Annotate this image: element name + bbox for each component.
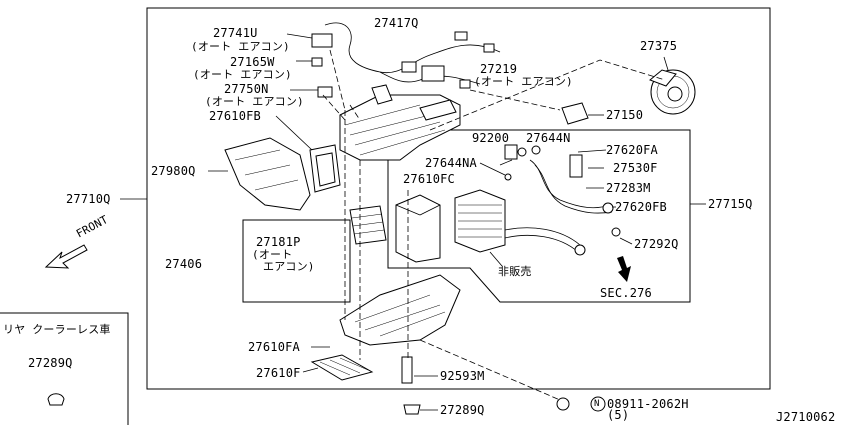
diagram-code: J2710062 (776, 410, 836, 424)
note-27181p-2: エアコン) (263, 260, 315, 273)
label-27530f: 27530F (613, 161, 658, 175)
label-27165w: 27165W (230, 55, 275, 69)
sub-frame-27406 (242, 219, 351, 303)
duct-27980q-part (224, 137, 311, 211)
note-27741u: (オート エアコン) (191, 40, 290, 53)
blower-motor-part (649, 69, 696, 115)
note-27219: (オート エアコン) (474, 75, 573, 88)
note-27181p-1: (オート (252, 248, 293, 261)
sec-arrow-icon (617, 256, 631, 282)
label-27289q-rear: 27289Q (28, 356, 73, 370)
label-27620fb: 27620FB (615, 200, 667, 214)
label-27620fa: 27620FA (606, 143, 658, 157)
label-27750n: 27750N (224, 82, 269, 96)
label-92593m: 92593M (440, 369, 485, 383)
label-27219: 27219 (480, 62, 518, 76)
label-27292q: 27292Q (634, 237, 679, 251)
label-27610fa: 27610FA (248, 340, 300, 354)
label-92200: 92200 (472, 131, 510, 145)
heater-unit-part (339, 84, 461, 161)
label-27710q: 27710Q (66, 192, 111, 206)
label-08911: 08911-2062H (607, 397, 689, 411)
label-27715q: 27715Q (708, 197, 753, 211)
label-27980q: 27980Q (151, 164, 196, 178)
label-27375: 27375 (640, 39, 678, 53)
label-27644n: 27644N (526, 131, 571, 145)
label-27644na: 27644NA (425, 156, 477, 170)
sub-frame-27715q (387, 129, 691, 303)
label-27289q: 27289Q (440, 403, 485, 417)
label-27150: 27150 (606, 108, 644, 122)
label-27610f: 27610F (256, 366, 301, 380)
label-27417q: 27417Q (374, 16, 419, 30)
note-27750n: (オート エアコン) (205, 95, 304, 108)
label-27283m: 27283M (606, 181, 651, 195)
nut-n-symbol: N (594, 399, 600, 409)
main-frame (146, 7, 771, 390)
qty-08911: (5) (607, 408, 630, 422)
label-27610fb-a: 27610FB (209, 109, 261, 123)
not-sold-label: 非販売 (498, 265, 532, 278)
label-27181p: 27181P (256, 235, 301, 249)
evaporator-part (454, 189, 506, 253)
label-27610fc: 27610FC (403, 172, 455, 186)
rear-cooler-note: リヤ クーラーレス車 (3, 323, 111, 336)
sec-276-ref: SEC.276 (600, 286, 652, 300)
lower-case-part (339, 274, 461, 346)
label-27406: 27406 (165, 257, 203, 271)
label-27741u: 27741U (213, 26, 258, 40)
front-arrow-icon (44, 244, 88, 269)
note-27165w: (オート エアコン) (193, 68, 292, 81)
